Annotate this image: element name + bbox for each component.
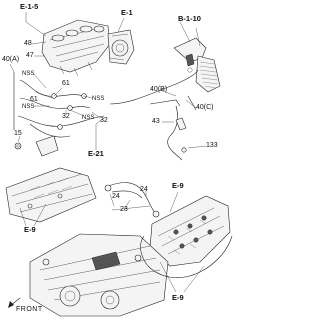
part-number-40b: 40(B) [150, 86, 168, 93]
front-direction-label: FRONT [16, 306, 43, 313]
intake-manifold [41, 19, 111, 77]
part-number-61-a: 61 [62, 80, 70, 87]
part-number-48: 48 [24, 40, 32, 47]
leader-lines [9, 12, 207, 293]
part-number-24-b: 24 [140, 186, 148, 193]
nss-label-2: NSS [92, 96, 105, 102]
throttle-body [107, 29, 135, 65]
nss-label-4: NSS [82, 115, 95, 121]
ref-label-e-9-right: E-9 [172, 181, 184, 190]
part-number-32-a: 32 [62, 113, 70, 120]
part-number-15: 15 [14, 130, 22, 137]
part-number-43: 43 [152, 118, 160, 125]
ref-label-e-21: E-21 [88, 149, 104, 158]
parts-diagram: E-1-5 E-1 B-1-10 48 47 40(A) NSS 61 61 N… [2, 2, 233, 317]
cover-gasket [140, 235, 233, 278]
air-duct [173, 37, 221, 93]
part-number-61-b: 61 [30, 96, 38, 103]
part-number-24-a: 24 [112, 193, 120, 200]
part-number-133: 133 [206, 142, 218, 149]
ref-label-b-1-10: B-1-10 [178, 14, 201, 23]
part-number-47: 47 [26, 52, 34, 59]
ref-label-e-9-left: E-9 [24, 225, 36, 234]
pcv-hose [104, 182, 160, 218]
front-arrow-icon [8, 297, 21, 308]
part-number-40c: 40(C) [196, 104, 214, 111]
nss-label-1: NSS [22, 71, 35, 77]
part-number-23: 23 [120, 206, 128, 213]
ref-label-e-9-bottom: E-9 [172, 293, 184, 302]
exploded-view-drawing [5, 12, 233, 317]
ref-label-e-1: E-1 [121, 8, 133, 17]
nss-label-3: NSS [22, 104, 35, 110]
engine-block [29, 233, 169, 317]
breather-hose [109, 69, 199, 161]
part-number-32-b: 32 [100, 117, 108, 124]
part-number-40a: 40(A) [2, 56, 20, 63]
ref-label-e-1-5: E-1-5 [20, 2, 39, 11]
left-cylinder-head-cover [5, 167, 97, 223]
right-cylinder-head-cover [149, 195, 231, 267]
